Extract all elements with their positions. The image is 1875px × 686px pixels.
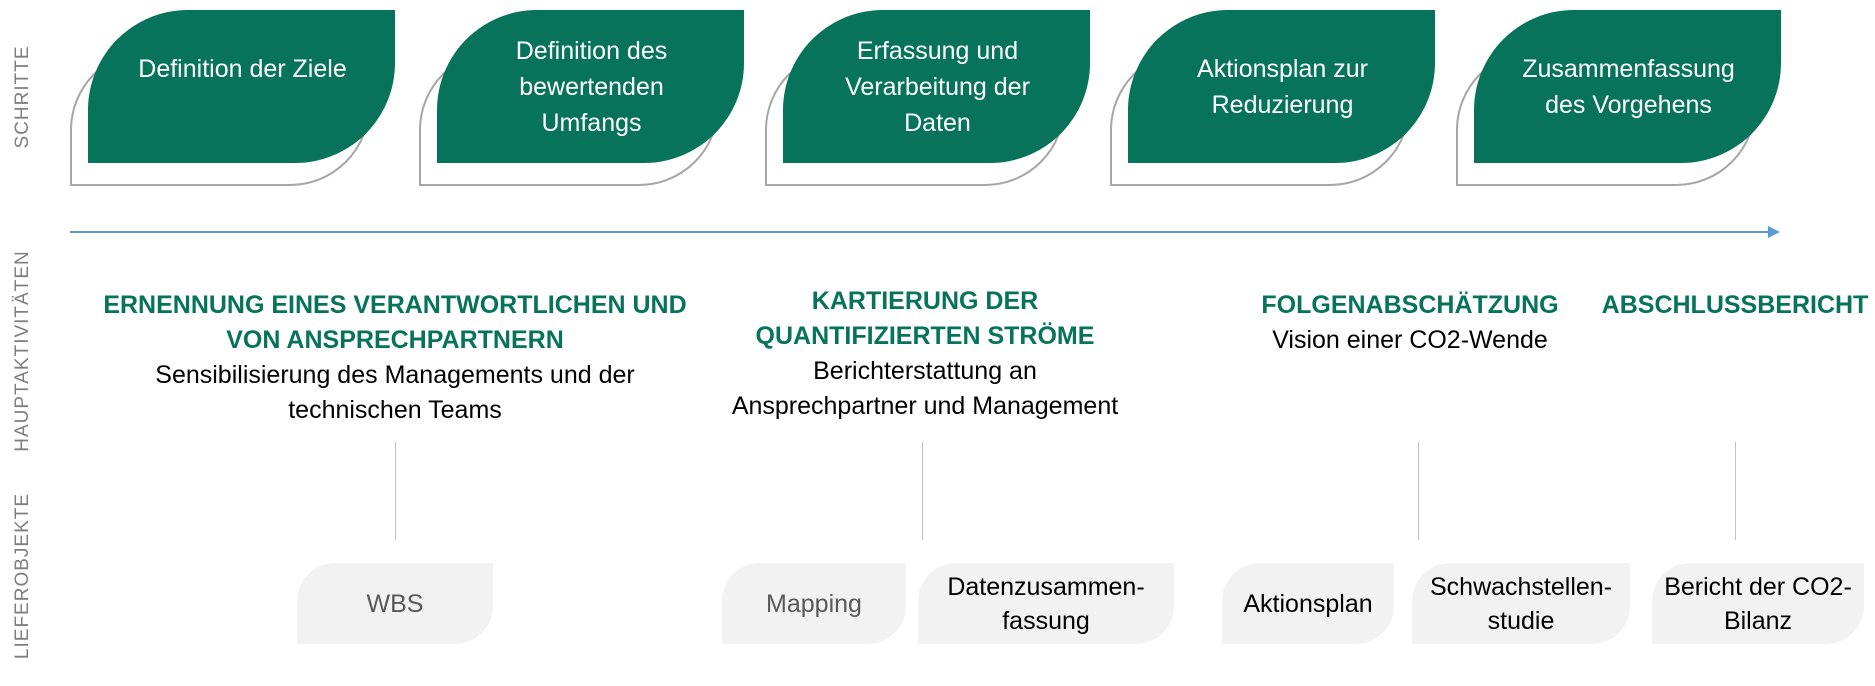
activity-4: ABSCHLUSSBERICHT <box>1600 288 1870 323</box>
step-fill <box>1474 10 1781 163</box>
connector-line <box>922 442 923 540</box>
deliverable-datenzusammenfassung: Datenzusammen-fassung <box>918 563 1174 644</box>
connector-line <box>1418 442 1419 540</box>
activity-description: Vision einer CO2-Wende <box>1272 326 1548 354</box>
deliverable-aktionsplan: Aktionsplan <box>1222 563 1394 644</box>
deliverable-mapping: Mapping <box>722 563 906 644</box>
timeline-arrow-line <box>70 231 1770 233</box>
step-label: Definition der Ziele <box>138 54 347 83</box>
activity-description: Sensibilisierung des Managements und der… <box>155 361 635 424</box>
connector-line <box>1735 442 1736 540</box>
deliverable-wbs: WBS <box>297 563 493 644</box>
step-fill <box>437 10 744 163</box>
timeline-arrow-head-icon <box>1768 226 1780 238</box>
connector-line <box>395 442 396 540</box>
activity-title: ABSCHLUSSBERICHT <box>1601 291 1869 319</box>
deliverable-schwachstellenstudie: Schwachstellen-studie <box>1412 563 1630 644</box>
step-fill <box>1128 10 1435 163</box>
step-fill <box>783 10 1090 163</box>
side-label-deliverables: LIEFEROBJEKTE <box>12 492 33 660</box>
side-label-steps: SCHRITTE <box>12 45 33 149</box>
deliverable-bericht-co2-bilanz: Bericht der CO2-Bilanz <box>1652 563 1864 644</box>
step-1: Definition der Ziele <box>70 10 400 188</box>
activity-3: FOLGENABSCHÄTZUNG Vision einer CO2-Wende <box>1230 288 1590 358</box>
activity-title: FOLGENABSCHÄTZUNG <box>1261 291 1559 319</box>
step-fill <box>88 10 395 163</box>
side-label-main-activities: HAUPTAKTIVITÄTEN <box>12 250 33 452</box>
